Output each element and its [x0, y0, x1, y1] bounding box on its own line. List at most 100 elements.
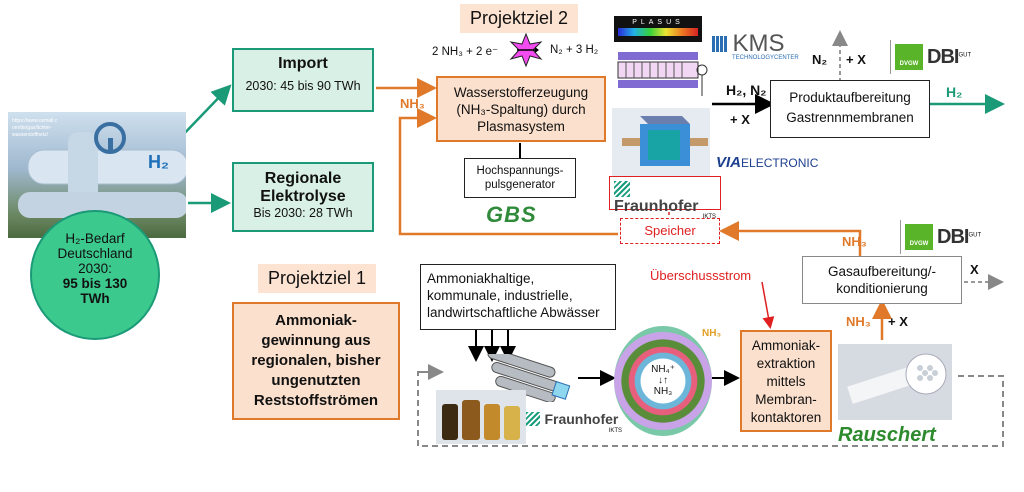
extraktion-l1: Ammoniak-: [751, 338, 821, 353]
dbi-text-top: DBI: [927, 45, 959, 68]
gas-line1: Gasaufbereitung/-: [827, 264, 937, 279]
via-sub: ELECTRONIC: [741, 156, 819, 170]
plus-x-label-2: + X: [888, 314, 908, 329]
abwasser-l1: Ammoniakhaltige,: [427, 271, 535, 286]
produktaufbereitung-box: Produktaufbereitung Gastrennmembranen: [770, 80, 930, 138]
dvgw-logo-mid: DVGW: [905, 224, 933, 250]
kms-logo: KMS TECHNOLOGYCENTER: [712, 30, 799, 61]
fraunhofer-logo-top: Fraunhofer IKTS: [609, 176, 721, 220]
elektrolyse-title1: Regionale: [264, 170, 342, 187]
h2-out-label: H₂: [946, 84, 963, 100]
wasserstoff-line3: Plasmasystem: [477, 119, 565, 134]
produkt-line1: Produktaufbereitung: [789, 90, 911, 105]
circle-line1: H₂-Bedarf: [65, 231, 125, 246]
plasma-reactor-icon: [617, 52, 708, 96]
wasserstoff-line2: (NH₃-Spaltung) durch: [456, 102, 586, 117]
via-electronic-logo: VIAELECTRONIC: [716, 154, 818, 171]
import-title: Import: [278, 55, 328, 72]
ammoniak-l4: ungenutzten: [271, 372, 361, 389]
elektrolyse-title2: Elektrolyse: [260, 188, 346, 205]
circle-line5: TWh: [80, 291, 110, 306]
extraktion-l5: kontaktoren: [750, 410, 822, 425]
gas-line2: konditionierung: [836, 281, 928, 296]
abwasser-l3: landwirtschaftliche Abwässer: [427, 305, 600, 320]
dbi-text-mid: DBI: [937, 225, 969, 248]
extraktion-l2: extraktion: [756, 356, 816, 371]
ikts-text-top: IKTS: [614, 214, 716, 220]
image-caption-2: om/de/gas/lichter-: [12, 125, 52, 131]
ammoniak-l5: Reststoffströmen: [253, 392, 379, 409]
via-text: VIA: [716, 154, 742, 171]
hochspannung-box: Hochspannungs- pulsgenerator: [464, 158, 576, 198]
gbs-logo: GBS: [486, 202, 537, 227]
h2-bedarf-circle: H₂-Bedarf Deutschland 2030: 95 bis 130 T…: [30, 210, 160, 340]
image-caption-3: wasserstoffnetz/: [12, 132, 49, 138]
hochspannung-line1: Hochspannungs-: [476, 165, 564, 177]
arrow-ueberschuss: [761, 281, 775, 329]
n2-out-label: N₂: [812, 52, 828, 67]
membrane-cartridge-icon: [487, 354, 571, 402]
hochspannung-line2: pulsgenerator: [484, 179, 556, 191]
abwasser-l2: kommunale, industrielle,: [427, 288, 573, 303]
x-out-label: X: [970, 262, 979, 277]
dbi-logo-mid: DVGW DBIGUT: [900, 220, 982, 254]
circle-line3: 2030:: [78, 261, 112, 276]
arrow-gas-to-speicher: [719, 221, 862, 256]
ammoniak-gewinnung-box: Ammoniak- gewinnung aus regionalen, bish…: [232, 302, 400, 420]
plasus-text: PLASUS: [632, 19, 684, 26]
extraktion-l4: Membran-: [755, 392, 817, 407]
nh3-up-label: NH₃: [846, 314, 871, 329]
circle-line2: Deutschland: [57, 246, 133, 261]
elektrolyse-box: Regionale Elektrolyse Bis 2030: 28 TWh: [232, 162, 374, 232]
projektziel-1-tag: Projektziel 1: [258, 264, 377, 293]
h2n2-label: H₂, N₂: [726, 82, 767, 98]
pipeline-image: https://www.ozmall.c om/de/gas/lichter- …: [8, 112, 186, 238]
plus-x-label-1: + X: [730, 112, 750, 127]
cell-nh4: NH₄⁺: [651, 364, 675, 375]
membrane-tube-image: [838, 344, 952, 420]
nh3-speicher-label: NH₃: [842, 234, 867, 249]
reaction-left: 2 NH₃ + 2 e⁻: [432, 46, 499, 58]
dbi-sup-mid: GUT: [968, 232, 982, 239]
fraunhofer-text-top: Fraunhofer: [614, 198, 699, 215]
plasus-logo: PLASUS: [614, 16, 702, 42]
dvgw-logo-top: DVGW: [895, 44, 923, 70]
image-caption-1: https://www.ozmall.c: [12, 118, 58, 124]
kms-sub: TECHNOLOGYCENTER: [732, 55, 799, 61]
circle-line4: 95 bis 130: [62, 276, 128, 291]
ueberschussstrom-label: Überschussstrom: [650, 268, 752, 283]
arrow-to-import: [177, 84, 232, 141]
kms-text: KMS: [732, 30, 785, 57]
wasserstoff-line1: Wasserstofferzeugung: [453, 85, 589, 100]
wasserstoff-box: Wasserstofferzeugung (NH₃-Spaltung) durc…: [436, 76, 606, 142]
dbi-logo-top: DVGW DBIGUT: [890, 40, 972, 74]
plasma-star-icon: [509, 32, 543, 68]
fraunhofer-logo-bottom: Fraunhofer IKTS: [526, 410, 622, 434]
import-box: Import 2030: 45 bis 90 TWh: [232, 48, 374, 112]
pipe-illustration: [18, 122, 186, 218]
import-sub: 2030: 45 bis 90 TWh: [245, 79, 361, 93]
cell-nh3: NH₃: [653, 386, 673, 397]
cell-arrows: ↓↑: [658, 375, 668, 386]
ammoniak-l1: Ammoniak-: [275, 312, 357, 329]
wastewater-samples-image: [436, 390, 526, 444]
fraunhofer-text-bottom: Fraunhofer: [544, 410, 619, 427]
plus-x-top-label: + X: [846, 52, 866, 67]
rauschert-logo: Rauschert: [838, 424, 936, 446]
extraktion-l3: mittels: [766, 374, 806, 389]
arrow-speicher-loop: [398, 108, 618, 236]
abwasser-box: Ammoniakhaltige, kommunale, industrielle…: [420, 264, 616, 330]
ammoniak-extraktion-box: Ammoniak- extraktion mittels Membran- ko…: [740, 330, 832, 432]
gasaufbereitung-box: Gasaufbereitung/- konditionierung: [802, 256, 962, 304]
reaction-right: N₂ + 3 H₂: [550, 44, 599, 56]
elektrolyse-sub: Bis 2030: 28 TWh: [253, 206, 353, 220]
dbi-sup-top: GUT: [958, 52, 972, 59]
ikts-text-bottom: IKTS: [608, 428, 622, 434]
ammoniak-l2: gewinnung aus: [261, 332, 371, 349]
produkt-line2: Gastrennmembranen: [786, 110, 914, 125]
nh3-in-label: NH₃: [400, 96, 425, 111]
plasma-equipment-image: [612, 108, 710, 176]
ammoniak-l3: regionalen, bisher: [251, 352, 381, 369]
speicher-box: Speicher: [620, 218, 720, 244]
